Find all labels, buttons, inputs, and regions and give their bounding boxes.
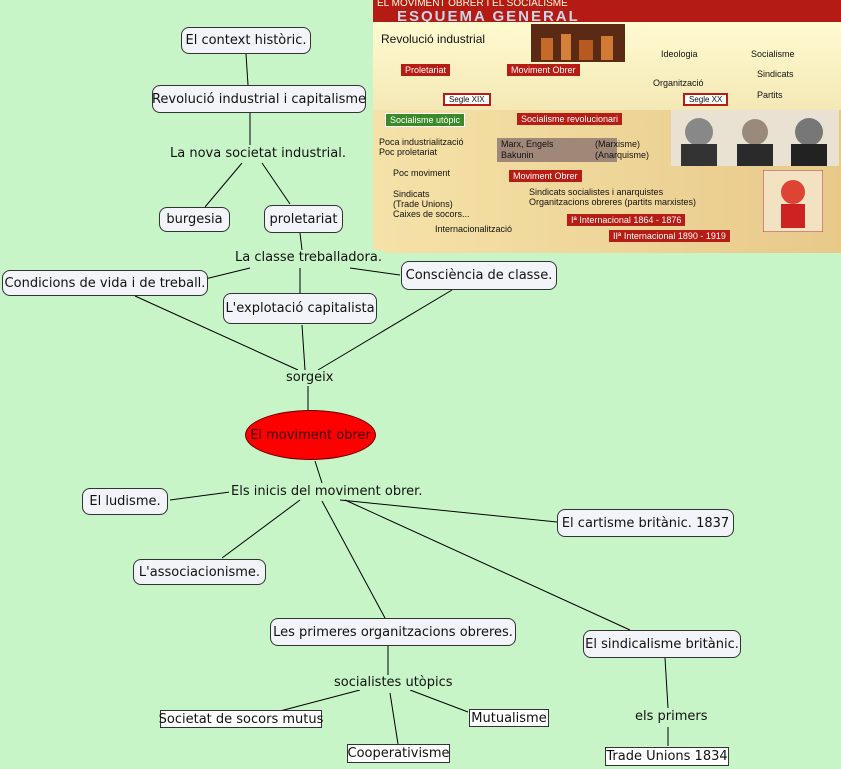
node-consciencia-classe[interactable]: Consciència de classe. [401,261,557,290]
label-sorgeix: sorgeix [284,370,336,385]
scheme-primera-internacional: Iª Internacional 1864 - 1876 [567,214,686,226]
scheme-organitzacio: Organització [653,78,704,88]
esquema-general-image: EL MOVIMENT OBRER I EL SOCIALISME ESQUEM… [373,0,841,253]
scheme-header-bar: EL MOVIMENT OBRER I EL SOCIALISME ESQUEM… [373,0,841,25]
scheme-ideologies-box [497,138,617,162]
scheme-poca-industrialitzacio: Poca industrialització [379,137,464,147]
poster-image [763,170,823,232]
scheme-sindicats-2: Sindicats [393,189,430,199]
scheme-bakunin: Bakunin [501,150,534,160]
scheme-organitzacions-obreres: Organitzacions obreres (partits marxiste… [529,197,697,207]
scheme-segle-xix: Segle XIX [443,93,491,106]
scheme-socialisme-revolucionari: Socialisme revolucionari [517,113,623,125]
scheme-poc-proletariat: Poc proletariat [379,147,438,157]
label-classe-treballadora: La classe treballadora. [233,250,384,265]
scheme-moviment-obrer-2: Moviment Obrer [509,170,582,182]
scheme-moviment-obrer: Moviment Obrer [507,64,580,76]
label-socialistes-utopics: socialistes utòpics [332,675,455,690]
node-moviment-obrer[interactable]: El moviment obrer [245,410,376,460]
scheme-proletariat: Proletariat [401,64,451,76]
node-condicions-vida[interactable]: Condicions de vida i de treball. [2,270,208,296]
scheme-partits: Partits [757,90,783,100]
scheme-sindicats: Sindicats [757,69,794,79]
label-els-primers: els primers [633,709,710,724]
node-cooperativisme[interactable]: Cooperativisme [347,744,450,763]
label-nova-societat: La nova societat industrial. [168,146,348,161]
node-proletariat[interactable]: proletariat [264,205,343,233]
scheme-header-big: ESQUEMA GENERAL [397,8,580,25]
node-associacionisme[interactable]: L'associacionisme. [133,559,266,585]
factory-photo [531,24,625,62]
scheme-internacionalitzacio: Internacionalització [435,224,513,234]
scheme-header-small: EL MOVIMENT OBRER I EL SOCIALISME [377,0,568,9]
scheme-marxisme: (Marxisme) [595,139,640,149]
node-revolucio-industrial[interactable]: Revolució industrial i capitalisme [152,85,366,113]
node-burgesia[interactable]: burgesia [159,207,230,232]
node-societat-socors-mutus[interactable]: Societat de socors mutus [158,710,324,728]
node-sindicalisme-britanic[interactable]: El sindicalisme britànic. [583,630,741,658]
scheme-revolucio: Revolució industrial [381,32,486,46]
label-inicis-moviment: Els inicis del moviment obrer. [229,484,425,499]
scheme-ideologia: Ideologia [661,49,698,59]
node-primeres-organitzacions[interactable]: Les primeres organitzacions obreres. [270,618,516,646]
scheme-poc-moviment: Poc moviment [393,168,451,178]
node-explotacio-capitalista[interactable]: L'explotació capitalista [223,293,377,324]
scheme-anarquisme: (Anarquisme) [595,150,650,160]
scheme-segle-xx: Segle XX [683,93,729,106]
scheme-trade-unions: (Trade Unions) [393,199,453,209]
portraits-photo [671,110,839,166]
scheme-caixes: Caixes de socors... [393,209,470,219]
node-trade-unions[interactable]: Trade Unions 1834 [605,747,729,766]
node-context-historic[interactable]: El context històric. [181,27,311,54]
scheme-segona-internacional: IIª Internacional 1890 - 1919 [609,230,730,242]
node-ludisme[interactable]: El ludisme. [82,488,168,515]
scheme-socialisme: Socialisme [751,49,795,59]
scheme-sindicats-socialistes: Sindicats socialistes i anarquistes [529,187,664,197]
node-mutualisme[interactable]: Mutualisme [469,709,549,727]
scheme-socialisme-utopic: Socialisme utòpic [385,113,466,127]
scheme-marx: Marx, Engels [501,139,554,149]
node-cartisme[interactable]: El cartisme britànic. 1837 [557,509,734,537]
